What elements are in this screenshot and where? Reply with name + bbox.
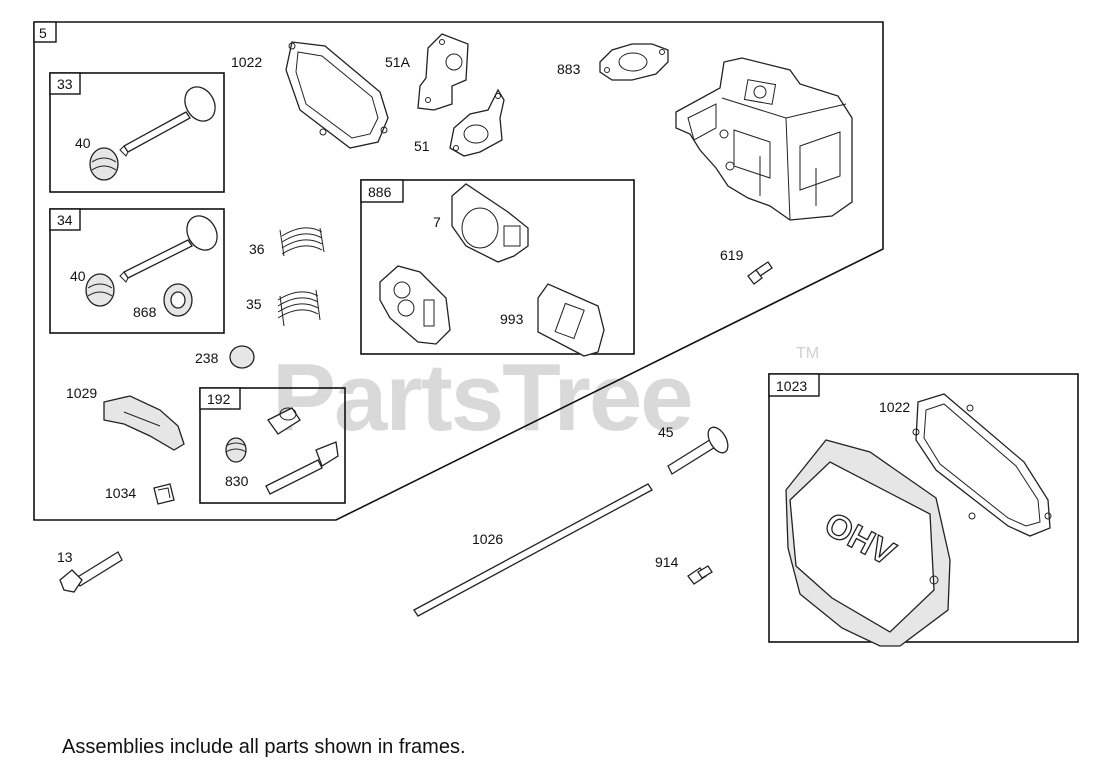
- callout-36: 36: [249, 241, 265, 257]
- callout-35: 35: [246, 296, 262, 312]
- valve-cover-gasket-part: [285, 41, 389, 149]
- carburetor-gasket-part: [599, 43, 669, 81]
- intake-gasket-51-part: [449, 88, 505, 157]
- frame-886: [360, 179, 635, 355]
- callout-45: 45: [658, 424, 674, 440]
- callout-883: 883: [557, 61, 581, 77]
- watermark: PartsTree: [272, 344, 692, 451]
- frame-5-outline: [33, 21, 884, 521]
- frame-1023: [768, 373, 1079, 643]
- footer-note: Assemblies include all parts shown in fr…: [62, 736, 466, 758]
- cylinder-head-part: [675, 57, 853, 221]
- rocker-spring-part: [225, 437, 247, 463]
- callout-914: 914: [655, 554, 679, 570]
- callout-40-a: 40: [75, 135, 91, 151]
- frame-34: [49, 208, 225, 334]
- frame-192-label: 192: [207, 391, 231, 407]
- breather-gasket-993-part: [537, 283, 605, 357]
- valve-retainer-40a-part: [89, 147, 119, 181]
- valve-cover-gasket-cover-part: [912, 393, 1052, 537]
- frame-33-tag: [49, 72, 81, 95]
- rocker-stud-830-part: [265, 441, 339, 495]
- screw-914-part: [687, 565, 713, 585]
- intake-valve-part: [119, 215, 218, 283]
- clip-1034-part: [153, 483, 175, 505]
- head-gasket-7-part: [451, 183, 529, 263]
- gasket-plate-part: [379, 265, 451, 345]
- frame-34-tag: [49, 208, 81, 231]
- intake-gasket-51a-part: [417, 33, 469, 111]
- pushrod-part: [413, 483, 653, 617]
- pushrod-guide-part: [667, 426, 729, 475]
- callout-51a: 51A: [385, 54, 411, 70]
- plug-238-part: [229, 345, 255, 369]
- screw-619-part: [747, 261, 773, 285]
- watermark-trademark: TM: [796, 345, 819, 362]
- frame-33: [49, 72, 225, 193]
- frame-192: [199, 387, 346, 504]
- callout-1029: 1029: [66, 385, 97, 401]
- frame-1023-label: 1023: [776, 378, 807, 394]
- rocker-arm-part: [103, 395, 185, 451]
- bolt-13-part: [59, 551, 123, 593]
- exhaust-valve-part: [119, 86, 216, 157]
- callout-868: 868: [133, 304, 157, 320]
- callout-1026: 1026: [472, 531, 503, 547]
- valve-spring-35-part: [277, 289, 321, 327]
- frame-1023-tag: [768, 373, 820, 397]
- callout-619: 619: [720, 247, 744, 263]
- frame-5-label: 5: [39, 25, 47, 41]
- rocker-nut-part: [267, 407, 301, 435]
- callout-7: 7: [433, 214, 441, 230]
- valve-seal-868-part: [163, 283, 193, 317]
- valve-cover-part: OHV: [785, 439, 951, 647]
- callout-1022-cover: 1022: [879, 399, 910, 415]
- callout-238: 238: [195, 350, 219, 366]
- frame-5-tag: [33, 21, 57, 43]
- frame-33-label: 33: [57, 76, 73, 92]
- callout-1034: 1034: [105, 485, 136, 501]
- callout-13: 13: [57, 549, 73, 565]
- callout-51: 51: [414, 138, 430, 154]
- valve-spring-36-part: [279, 227, 325, 257]
- frame-192-tag: [199, 387, 241, 410]
- valve-retainer-40b-part: [85, 273, 115, 307]
- callout-830: 830: [225, 473, 249, 489]
- callout-993: 993: [500, 311, 524, 327]
- callout-40-b: 40: [70, 268, 86, 284]
- frame-886-tag: [360, 179, 404, 203]
- frame-886-label: 886: [368, 184, 392, 200]
- callout-1022-top: 1022: [231, 54, 262, 70]
- frame-34-label: 34: [57, 212, 73, 228]
